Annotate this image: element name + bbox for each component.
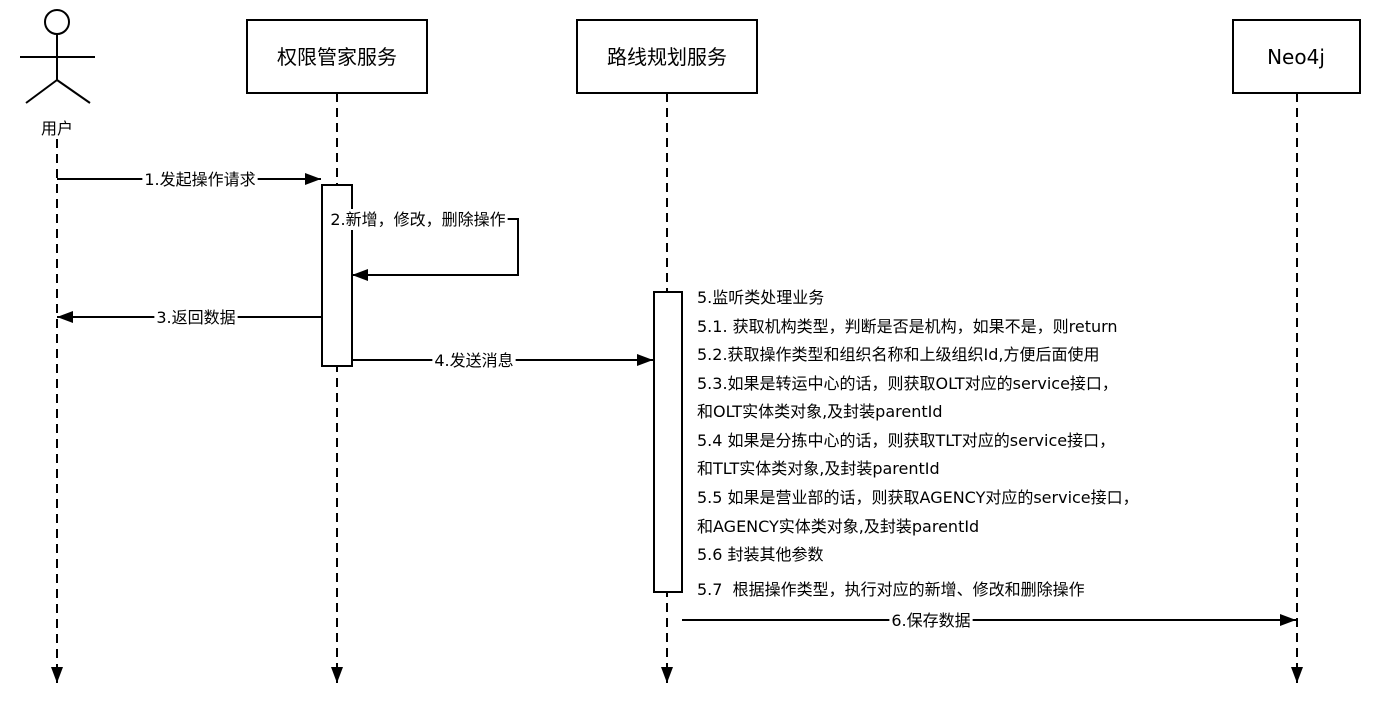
note-line: 5.4 如果是分拣中心的话，则获取TLT对应的service接口，: [697, 431, 1115, 450]
actor-left-leg: [25, 79, 58, 104]
actor-label: 用户: [41, 119, 73, 138]
processing-note: 5.监听类处理业务 5.1. 获取机构类型，判断是否是机构，如果不是，则retu…: [697, 288, 1139, 599]
participant-label: 权限管家服务: [277, 45, 397, 69]
message-label: 2.新增，修改，删除操作: [330, 210, 505, 229]
participant-label: Neo4j: [1267, 45, 1325, 69]
note-line: 5.2.获取操作类型和组织名称和上级组织Id,方便后面使用: [697, 345, 1100, 364]
note-line: 5.7 根据操作类型，执行对应的新增、修改和删除操作: [697, 580, 1085, 599]
stick-figure-icon: [20, 9, 95, 104]
message-1: 1.发起操作请求: [57, 169, 321, 190]
actor-right-leg: [56, 79, 91, 104]
note-line: 和AGENCY实体类对象,及封装parentId: [697, 517, 979, 536]
message-4: 4.发送消息: [352, 350, 653, 371]
message-2-self: 2.新增，修改，删除操作: [328, 209, 519, 281]
route-planning-service-activation: [653, 291, 683, 593]
message-label: 1.发起操作请求: [144, 170, 255, 189]
note-line: 和OLT实体类对象,及封装parentId: [697, 402, 943, 421]
message-6: 6.保存数据: [682, 610, 1296, 631]
note-line: 5.6 封装其他参数: [697, 545, 824, 564]
participant-neo4j: Neo4j: [1232, 19, 1361, 94]
participant-box: [1232, 19, 1361, 94]
message-label-background: [154, 307, 238, 328]
participant-box: [246, 19, 428, 94]
note-line: 5.监听类处理业务: [697, 288, 824, 307]
message-label-background: [328, 209, 508, 230]
message-label: 4.发送消息: [434, 351, 513, 370]
message-label-background: [432, 350, 516, 371]
user-actor: 用户: [20, 9, 95, 138]
participant-label: 路线规划服务: [607, 45, 727, 69]
note-line: 5.5 如果是营业部的话，则获取AGENCY对应的service接口，: [697, 488, 1139, 507]
message-label-background: [142, 169, 258, 190]
actor-head: [44, 9, 70, 35]
participant-box: [576, 19, 758, 94]
message-label: 6.保存数据: [891, 611, 970, 630]
message-3: 3.返回数据: [57, 307, 322, 328]
note-line: 和TLT实体类对象,及封装parentId: [697, 459, 940, 478]
message-label-background: [889, 610, 973, 631]
participant-route-planning-service: 路线规划服务: [576, 19, 758, 94]
note-line: 5.3.如果是转运中心的话，则获取OLT对应的service接口，: [697, 374, 1118, 393]
participant-permission-service: 权限管家服务: [246, 19, 428, 94]
message-label: 3.返回数据: [156, 308, 235, 327]
note-line: 5.1. 获取机构类型，判断是否是机构，如果不是，则return: [697, 317, 1118, 336]
